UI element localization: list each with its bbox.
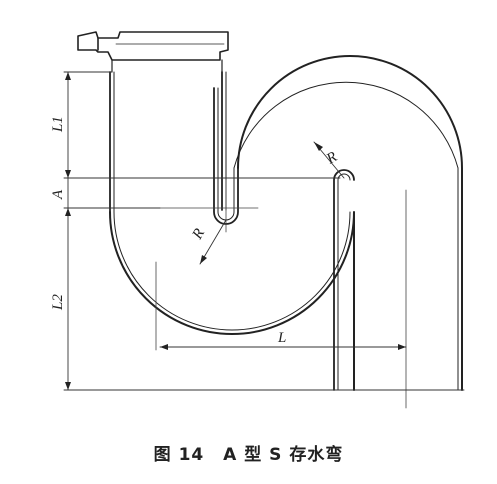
bottom-u-bend <box>109 211 355 391</box>
figure-title: A 型 S 存水弯 <box>223 445 344 465</box>
outlet-tongue <box>333 169 355 391</box>
centerlines <box>155 179 407 409</box>
dim-label-r-right: R <box>323 149 340 168</box>
inlet-flange <box>77 31 229 73</box>
arrowheads <box>65 72 406 390</box>
dim-label-r-left: R <box>189 226 208 243</box>
dim-label-l: L <box>277 330 286 346</box>
inlet-pipe <box>109 71 227 213</box>
dim-label-l1: L1 <box>50 116 66 133</box>
dim-label-a: A <box>50 189 66 200</box>
s-trap-drawing: L1 A L2 R R L <box>50 31 465 409</box>
dim-label-l2: L2 <box>50 294 66 311</box>
figure-number: 图 14 <box>153 445 205 465</box>
figure-caption: 图 14 A 型 S 存水弯 <box>0 440 497 465</box>
dimension-lines <box>63 71 465 391</box>
top-arch <box>233 55 463 391</box>
